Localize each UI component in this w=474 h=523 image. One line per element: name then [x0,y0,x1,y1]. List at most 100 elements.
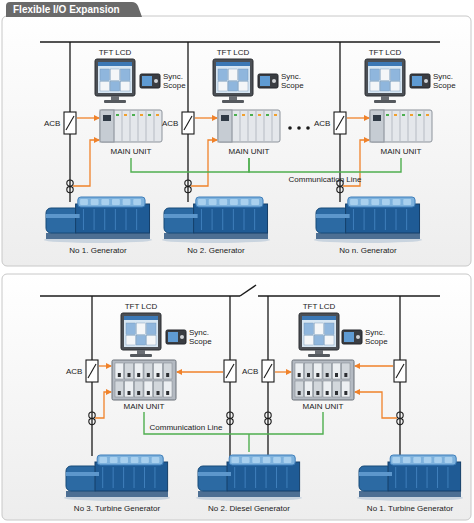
cylinder-head [80,199,88,205]
rack-module [125,363,134,379]
alternator-band [164,214,198,218]
engine-rib [245,467,246,488]
breaker-box [182,112,194,134]
engine-rib [94,209,95,230]
cylinder-head [141,457,149,463]
bus-bar [40,41,440,43]
screen-block [239,69,248,81]
breaker-contact [336,116,344,130]
main-unit-node: MAIN UNIT [100,108,162,158]
breaker-contact [88,364,96,378]
power-module [370,110,384,142]
engine-rib [255,467,256,488]
rack-module [125,381,134,397]
node-label: Sync. Scope [163,72,194,90]
monitor-icon [92,59,138,104]
monitor-screen [124,316,158,347]
engine-cover [97,455,163,465]
sync-scope-node: Sync. Scope [410,70,464,94]
cylinder-head [152,457,160,463]
node-label: MAIN UNIT [370,147,432,156]
monitor-base [130,354,152,357]
engine-rib [83,209,84,230]
communication-drop [248,434,249,452]
status-led [116,114,119,116]
engine-rib [353,209,354,230]
power-module [100,110,114,142]
engine-body [95,462,168,491]
monitor-screen [216,62,250,93]
bus-tie-switch [240,285,256,296]
engine-body [346,204,420,233]
engine-rib [134,467,135,488]
status-led [410,114,413,116]
signal-arrow [77,117,99,118]
generator-icon [160,194,272,242]
bus-bar [258,295,440,297]
main-unit-node: MAIN UNIT [370,108,432,158]
rack-module [134,363,143,379]
breaker-box [86,360,98,382]
screen-block [136,336,145,346]
cylinder-head [403,457,411,463]
monitor-icon [118,313,164,358]
rack-module [332,381,340,397]
current-transformer [227,412,233,425]
breaker-box [224,360,236,382]
generator-base [359,491,461,497]
module-divider [272,111,273,141]
monitor-base [222,100,244,103]
cylinder-head [209,199,217,205]
status-led [426,114,429,116]
alternator [66,466,99,491]
monitor-stand [229,96,237,100]
cylinder-head [252,457,260,463]
cylinder-head [434,457,442,463]
screen-block [380,69,389,81]
module-slot [157,391,160,395]
engine-rib [154,467,155,488]
text-area: No 2. Generator [160,246,272,255]
rack-module [115,363,124,379]
alternator [46,208,80,233]
monitor-stand [381,96,389,100]
module-divider [122,111,123,141]
breaker-label: ACB [162,119,178,128]
text-area: Sync. Scope [163,72,194,90]
breaker-symbol [224,360,236,382]
node-label: No 3. Turbine Generator [62,504,172,513]
module-divider [384,111,385,141]
status-led [394,114,397,116]
module-slot [298,391,301,395]
sync-scope-node: Sync. Scope [258,70,312,94]
status-led [250,114,253,116]
engine-rib [286,467,287,488]
text-area: No n. Generator [312,246,424,255]
breaker-contact [184,116,192,130]
module-slot [335,391,338,395]
screen-header [368,62,402,66]
engine-rib [276,467,277,488]
text-area: Sync. Scope [189,328,220,346]
cylinder-head [403,199,411,205]
cylinder-head [120,457,128,463]
rack-frame [112,360,176,400]
sync-scope-icon [140,74,160,88]
engine-rib [144,467,145,488]
signal-arrow [177,371,223,372]
cylinder-head [413,457,421,463]
cylinder-head [230,199,238,205]
module-divider [114,111,115,141]
module-divider [146,111,147,141]
sync-scope-icon [410,74,430,88]
monitor-node: TFT LCD [362,48,408,104]
cylinder-head [131,457,139,463]
module-slot [128,391,131,395]
sync-scope-node: Sync. Scope [166,326,220,350]
continuation-dots [288,126,310,130]
cylinder-head [263,457,271,463]
continuation-dot [306,126,310,130]
monitor-icon [210,59,256,104]
monitor-node: TFT LCD [296,302,342,358]
